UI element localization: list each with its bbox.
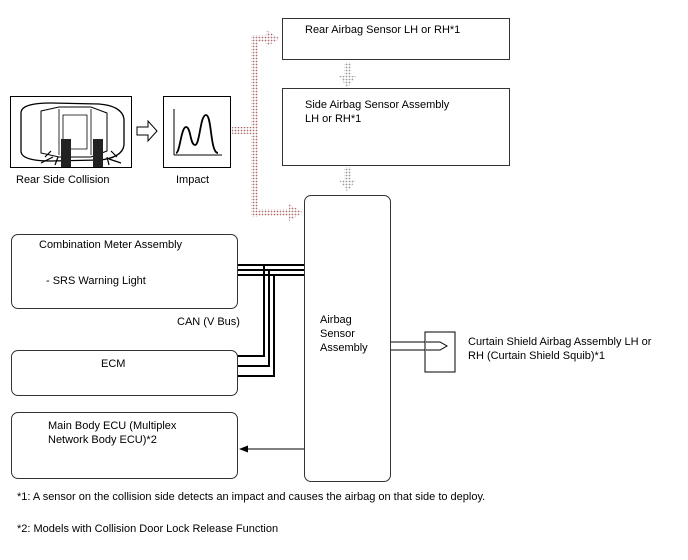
- rear-airbag-sensor-box: Rear Airbag Sensor LH or RH*1: [282, 18, 510, 60]
- sensor-signal-arrows: [339, 62, 356, 192]
- impact-signal-arrows: [232, 30, 303, 221]
- main-body-ecu-label-line1: Main Body ECU (Multiplex: [48, 420, 177, 432]
- airbag-sensor-assembly-line2: Sensor: [320, 328, 355, 340]
- main-body-ecu-box: Main Body ECU (Multiplex Network Body EC…: [11, 412, 238, 479]
- impact-graph-icon: [173, 109, 222, 156]
- curtain-shield-airbag-label-line1: Curtain Shield Airbag Assembly LH or: [468, 336, 652, 348]
- curtain-shield-airbag-label-line2: RH (Curtain Shield Squib)*1: [468, 350, 605, 362]
- collision-to-impact-arrow: [136, 119, 158, 143]
- impact-caption: Impact: [176, 174, 210, 186]
- combination-meter-box: Combination Meter Assembly - SRS Warning…: [11, 234, 238, 309]
- rear-airbag-sensor-label: Rear Airbag Sensor LH or RH*1: [305, 24, 461, 36]
- car-collision-icon: [20, 102, 125, 167]
- can-bus-label: CAN (V Bus): [177, 316, 240, 328]
- combination-meter-label: Combination Meter Assembly: [39, 239, 183, 251]
- side-airbag-sensor-box: Side Airbag Sensor Assembly LH or RH*1: [282, 88, 510, 166]
- srs-warning-light-label: - SRS Warning Light: [46, 275, 146, 287]
- impact-graph: [163, 96, 231, 168]
- footnote-1: *1: A sensor on the collision side detec…: [17, 491, 486, 503]
- side-airbag-sensor-label-line2: LH or RH*1: [305, 113, 362, 125]
- collision-caption: Rear Side Collision: [16, 174, 110, 186]
- ecm-box: ECM: [11, 350, 238, 396]
- squib-connection: [391, 331, 456, 373]
- airbag-sensor-assembly-box: Airbag Sensor Assembly: [304, 195, 391, 482]
- main-body-ecu-label-line2: Network Body ECU)*2: [48, 434, 157, 446]
- airbag-sensor-assembly-line1: Airbag: [320, 314, 352, 326]
- main-body-ecu-arrow: [239, 445, 304, 453]
- footnote-2: *2: Models with Collision Door Lock Rele…: [17, 523, 279, 535]
- side-airbag-sensor-label-line1: Side Airbag Sensor Assembly: [305, 99, 450, 111]
- collision-illustration: [10, 96, 132, 168]
- can-bus-lines: [237, 264, 304, 377]
- airbag-sensor-assembly-line3: Assembly: [320, 342, 368, 354]
- ecm-label: ECM: [101, 358, 126, 370]
